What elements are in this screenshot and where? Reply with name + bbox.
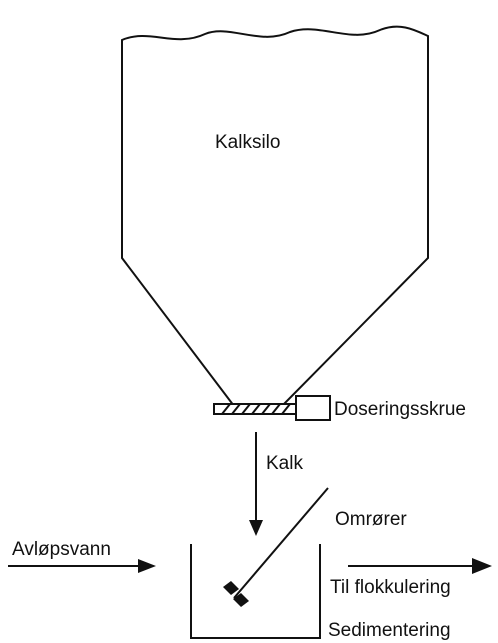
stirrer-blades <box>223 581 249 607</box>
stirrer-shaft <box>233 487 329 599</box>
lime-label: Kalk <box>266 453 303 474</box>
screw-label: Doseringsskrue <box>334 399 466 420</box>
lime-arrow <box>249 432 263 536</box>
stirrer-label: Omrører <box>335 509 407 530</box>
screw-motor <box>295 395 331 421</box>
dosing-screw <box>213 395 331 421</box>
outlet-arrow <box>348 558 492 574</box>
silo-outline <box>121 25 429 407</box>
silo-label: Kalksilo <box>215 132 281 153</box>
wastewater-arrow <box>8 559 156 573</box>
mixing-tank <box>190 544 321 639</box>
to-flocculation-label: Til flokkulering <box>330 577 451 598</box>
sedimentation-label: Sedimentering <box>328 620 451 641</box>
wastewater-label: Avløpsvann <box>12 539 111 560</box>
